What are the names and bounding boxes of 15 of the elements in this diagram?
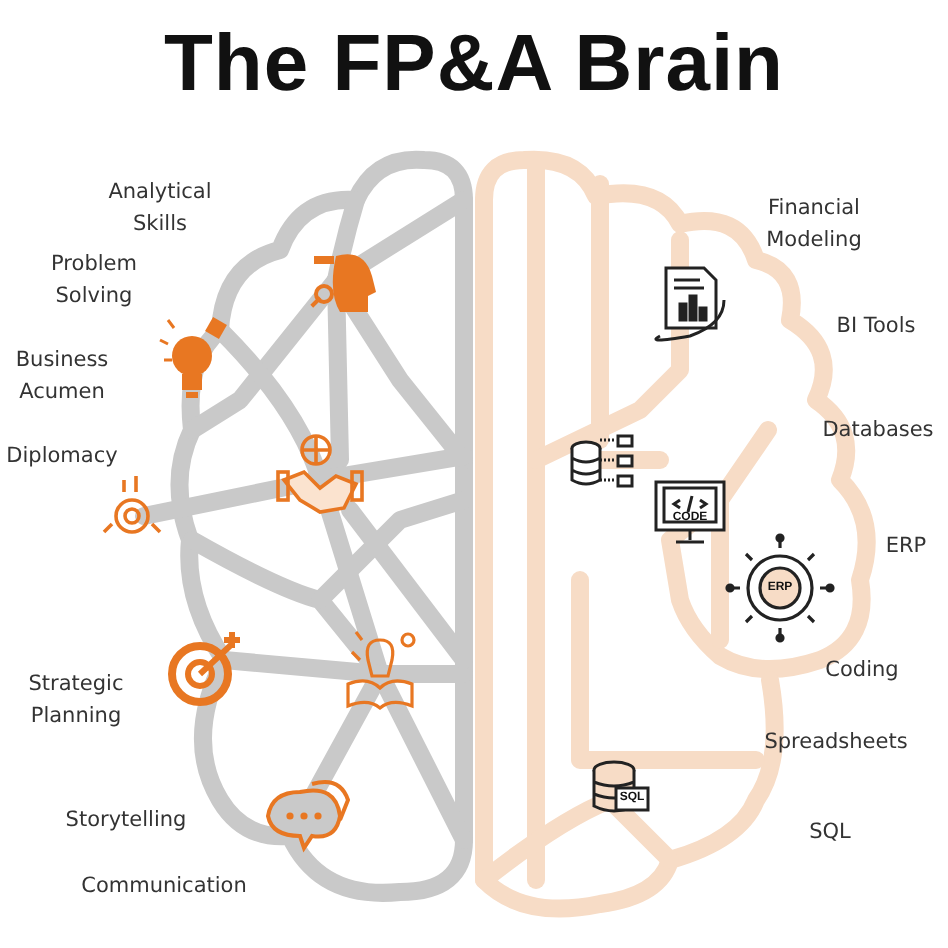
skill-label: Analytical Skills <box>106 178 214 240</box>
skill-label: Spreadsheets <box>762 728 910 758</box>
skill-label: BI Tools <box>834 312 918 342</box>
skill-label: Coding <box>823 656 901 686</box>
skill-label: Business Acumen <box>13 346 111 408</box>
skill-label: Diplomacy <box>4 442 120 472</box>
skill-label: ERP <box>883 532 929 562</box>
skill-label: Communication <box>79 872 249 902</box>
skill-label: Financial Modeling <box>764 194 864 256</box>
skill-label: Problem Solving <box>49 250 139 312</box>
skill-label: Databases <box>820 416 936 446</box>
skill-label: Strategic Planning <box>26 670 126 732</box>
skill-label: Storytelling <box>63 806 189 836</box>
skill-label: SQL <box>807 818 853 848</box>
title: The FP&A Brain <box>162 20 786 110</box>
